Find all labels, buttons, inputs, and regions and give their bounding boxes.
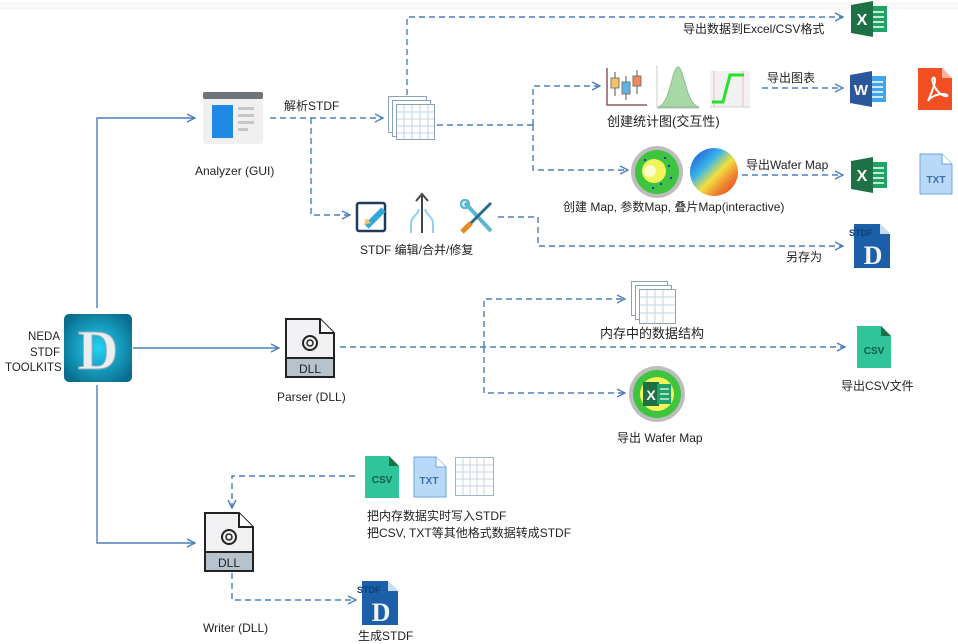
maps-label: 创建 Map, 参数Map, 叠片Map(interactive) <box>563 200 785 214</box>
charts-label: 创建统计图(交互性) <box>607 114 720 129</box>
stdf-file-icon[interactable]: STDF D <box>356 579 400 632</box>
neda-logo-icon[interactable]: D <box>63 313 133 383</box>
save-as-label: 另存为 <box>786 250 823 264</box>
wire-data-to-excel <box>406 17 843 95</box>
excel-icon[interactable]: X <box>851 1 889 42</box>
export-wafer-map-label: 导出Wafer Map <box>746 158 829 172</box>
distribution-chart-icon[interactable] <box>656 65 700 109</box>
generate-stdf-label: 生成STDF <box>358 629 414 643</box>
root-label-line2: STDF <box>29 347 60 359</box>
writer-dll-icon[interactable]: DLL <box>203 511 255 578</box>
svg-text:W: W <box>854 82 869 99</box>
root-label-line3: TOOLKITS <box>5 362 62 374</box>
svg-text:D: D <box>372 598 391 627</box>
memory-structure-label: 内存中的数据结构 <box>600 326 705 341</box>
stdf-icon-text: STDF <box>849 228 873 238</box>
svg-text:X: X <box>857 12 868 29</box>
svg-text:D: D <box>78 320 118 382</box>
dll-text: DLL <box>299 362 321 376</box>
memory-tables-icon[interactable] <box>630 280 680 326</box>
export-csv-label: 导出CSV文件 <box>841 379 914 393</box>
wire-to-maps <box>532 125 628 170</box>
analyzer-app-icon[interactable] <box>203 92 263 144</box>
export-excel-csv-label: 导出数据到Excel/CSV格式 <box>683 22 825 36</box>
merge-icon[interactable] <box>408 191 436 240</box>
txt-icon-text: TXT <box>420 476 439 487</box>
writer-input-line1: 把内存数据实时写入STDF <box>367 509 507 523</box>
wire-analyzer-edit <box>310 118 350 215</box>
stdf-file-icon[interactable]: STDF D <box>848 222 892 275</box>
csv-icon-text: CSV <box>864 346 885 357</box>
txt-icon-text: TXT <box>927 175 946 186</box>
wire-to-charts <box>532 86 600 125</box>
wire-root-to-analyzer <box>96 118 195 308</box>
pdf-icon[interactable] <box>918 68 952 115</box>
edit-icon[interactable] <box>355 197 391 238</box>
parametric-map-icon[interactable] <box>688 146 740 198</box>
svg-text:X: X <box>646 387 656 403</box>
export-chart-label: 导出图表 <box>767 71 816 85</box>
analyzer-label: Analyzer (GUI) <box>195 164 275 178</box>
stdf-icon-text: STDF <box>357 585 381 595</box>
export-wafer-map-parser-label: 导出 Wafer Map <box>617 431 703 445</box>
svg-text:X: X <box>857 168 868 185</box>
parser-dll-icon[interactable]: DLL <box>284 317 336 384</box>
wafer-map-excel-icon[interactable]: X <box>628 365 686 428</box>
wafer-map-icon[interactable] <box>630 145 684 199</box>
wire-parser-memory <box>483 299 625 347</box>
writer-label: Writer (DLL) <box>203 621 269 635</box>
wire-parser-wafer <box>483 347 625 393</box>
root-label-line1: NEDA <box>28 331 60 343</box>
top-band <box>0 2 958 10</box>
edit-merge-repair-label: STDF 编辑/合并/修复 <box>360 243 474 257</box>
writer-input-line2: 把CSV, TXT等其他格式数据转成STDF <box>367 526 572 540</box>
csv-file-icon[interactable]: CSV <box>365 456 399 503</box>
boxplot-chart-icon[interactable] <box>604 66 648 108</box>
svg-text:D: D <box>864 241 883 270</box>
data-tables-icon[interactable] <box>387 95 437 141</box>
root-label: NEDA STDF <box>26 329 60 361</box>
txt-file-icon[interactable]: TXT <box>919 153 953 200</box>
parser-label: Parser (DLL) <box>277 390 346 404</box>
repair-tools-icon[interactable] <box>459 198 497 240</box>
dll-text: DLL <box>218 556 240 570</box>
txt-file-icon[interactable]: TXT <box>413 456 447 503</box>
csv-file-icon[interactable]: CSV <box>857 326 891 373</box>
excel-icon[interactable]: X <box>851 157 889 198</box>
cdf-chart-icon[interactable] <box>710 71 754 109</box>
csv-icon-text: CSV <box>372 475 393 486</box>
parse-stdf-label: 解析STDF <box>284 99 340 113</box>
table-grid-icon[interactable] <box>455 457 495 502</box>
wire-edit-saveas <box>498 216 843 246</box>
wire-root-to-writer <box>96 385 195 543</box>
word-icon[interactable]: W <box>850 71 888 112</box>
wire-inputs-writer <box>232 475 355 508</box>
